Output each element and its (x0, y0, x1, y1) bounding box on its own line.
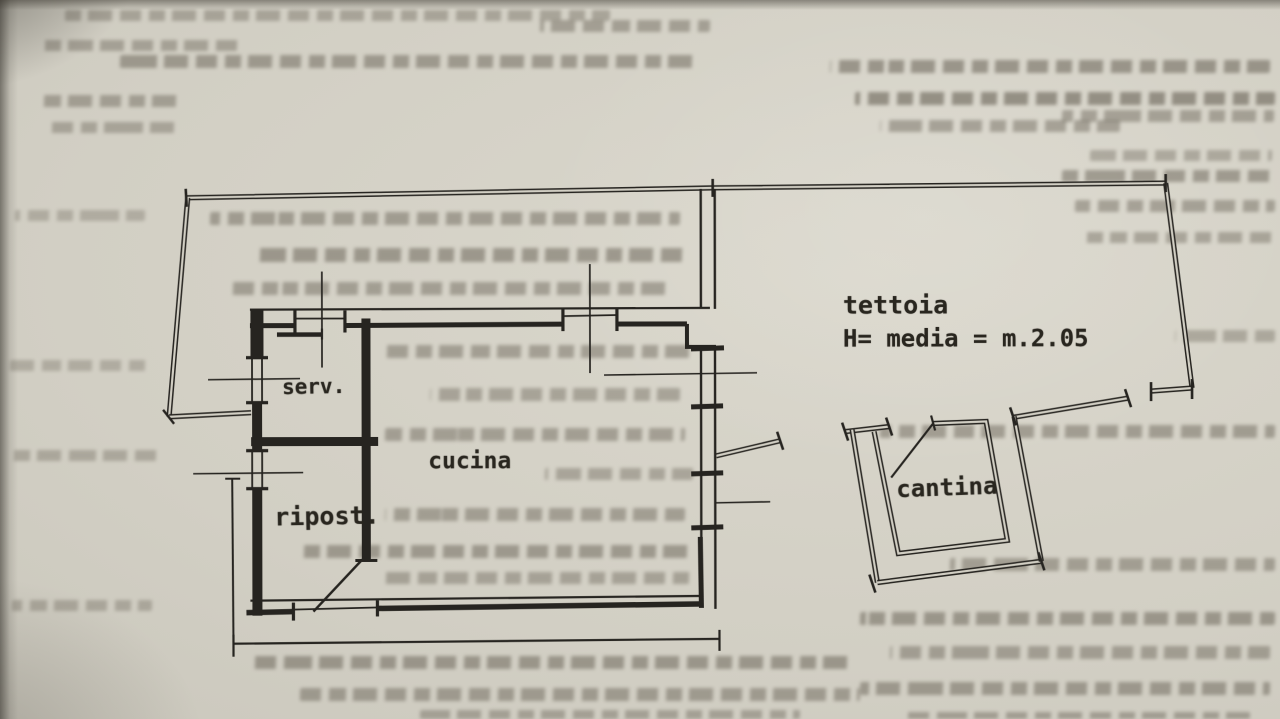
area-label-tettoia: tettoia (842, 290, 949, 320)
cantina-door-swing (890, 422, 934, 479)
tick-marks (162, 174, 1194, 594)
apartment-bottom-wall (246, 558, 704, 621)
room-label-cucina: cucina (428, 448, 512, 475)
cantina-enclosure-outline (844, 415, 1044, 586)
room-label-serv: serv. (281, 373, 346, 400)
tettoia-outline (715, 182, 1195, 459)
outer-boundary-line (225, 477, 721, 657)
apartment-top-wall (249, 306, 716, 349)
apartment-right-wall (690, 188, 771, 609)
divider-wall (355, 318, 378, 562)
room-label-ripost: ripost. (274, 500, 380, 532)
apartment-left-wall (193, 310, 304, 616)
room-label-cantina: cantina (895, 471, 998, 504)
cantina-room-outline (871, 418, 1011, 557)
tettoia-height-annotation: H= media = m.2.05 (842, 324, 1089, 353)
dimension-lines (320, 264, 758, 376)
